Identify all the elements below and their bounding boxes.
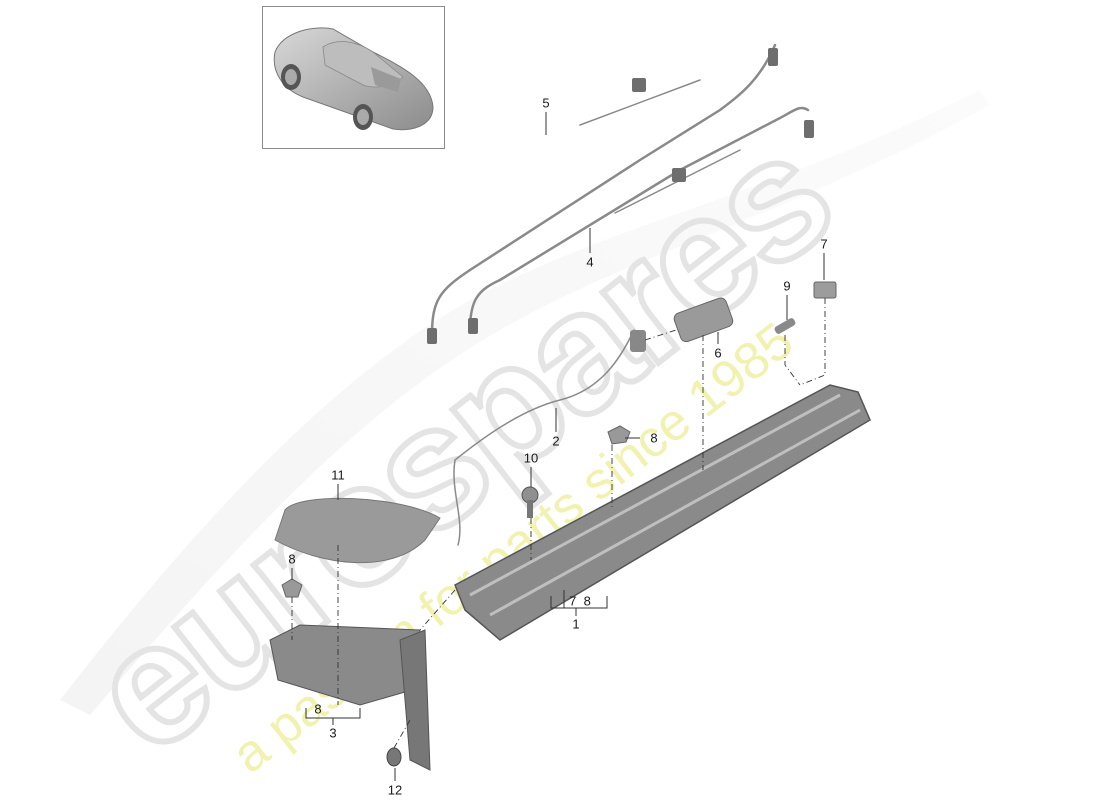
part-11-pad <box>274 497 441 564</box>
part-9-bolt <box>774 318 796 334</box>
part-5-line <box>430 43 777 337</box>
callout-7-8: 7 8 <box>569 593 591 609</box>
assembly-lines <box>291 298 826 749</box>
callout-8: 8 <box>314 701 322 717</box>
callout-3: 3 <box>329 725 337 741</box>
callout-4: 4 <box>586 254 594 270</box>
part-12-grommet <box>386 747 402 767</box>
part-2-wire <box>453 329 635 546</box>
part-6-actuator <box>630 297 734 352</box>
callout-7: 7 <box>820 236 828 252</box>
part-8-clip <box>607 425 631 445</box>
callout-10: 10 <box>523 450 539 466</box>
part-7-nut <box>813 281 837 299</box>
fitting-icon <box>427 328 437 344</box>
callout-5: 5 <box>542 95 550 111</box>
callout-6: 6 <box>714 345 722 361</box>
callout-1: 1 <box>572 616 580 632</box>
vehicle-thumbnail <box>262 6 445 149</box>
car-icon <box>273 27 434 131</box>
callout-8: 8 <box>288 551 296 567</box>
swoosh-shape <box>60 90 990 715</box>
callout-8: 8 <box>650 430 658 446</box>
part-1-frame <box>454 384 871 641</box>
leader-lines <box>291 112 825 781</box>
callout-2: 2 <box>552 433 560 449</box>
callout-12: 12 <box>387 782 403 798</box>
part-4-line <box>468 106 810 332</box>
callout-11: 11 <box>331 467 345 483</box>
part-3-bracket <box>269 624 421 706</box>
callout-9: 9 <box>783 278 791 294</box>
